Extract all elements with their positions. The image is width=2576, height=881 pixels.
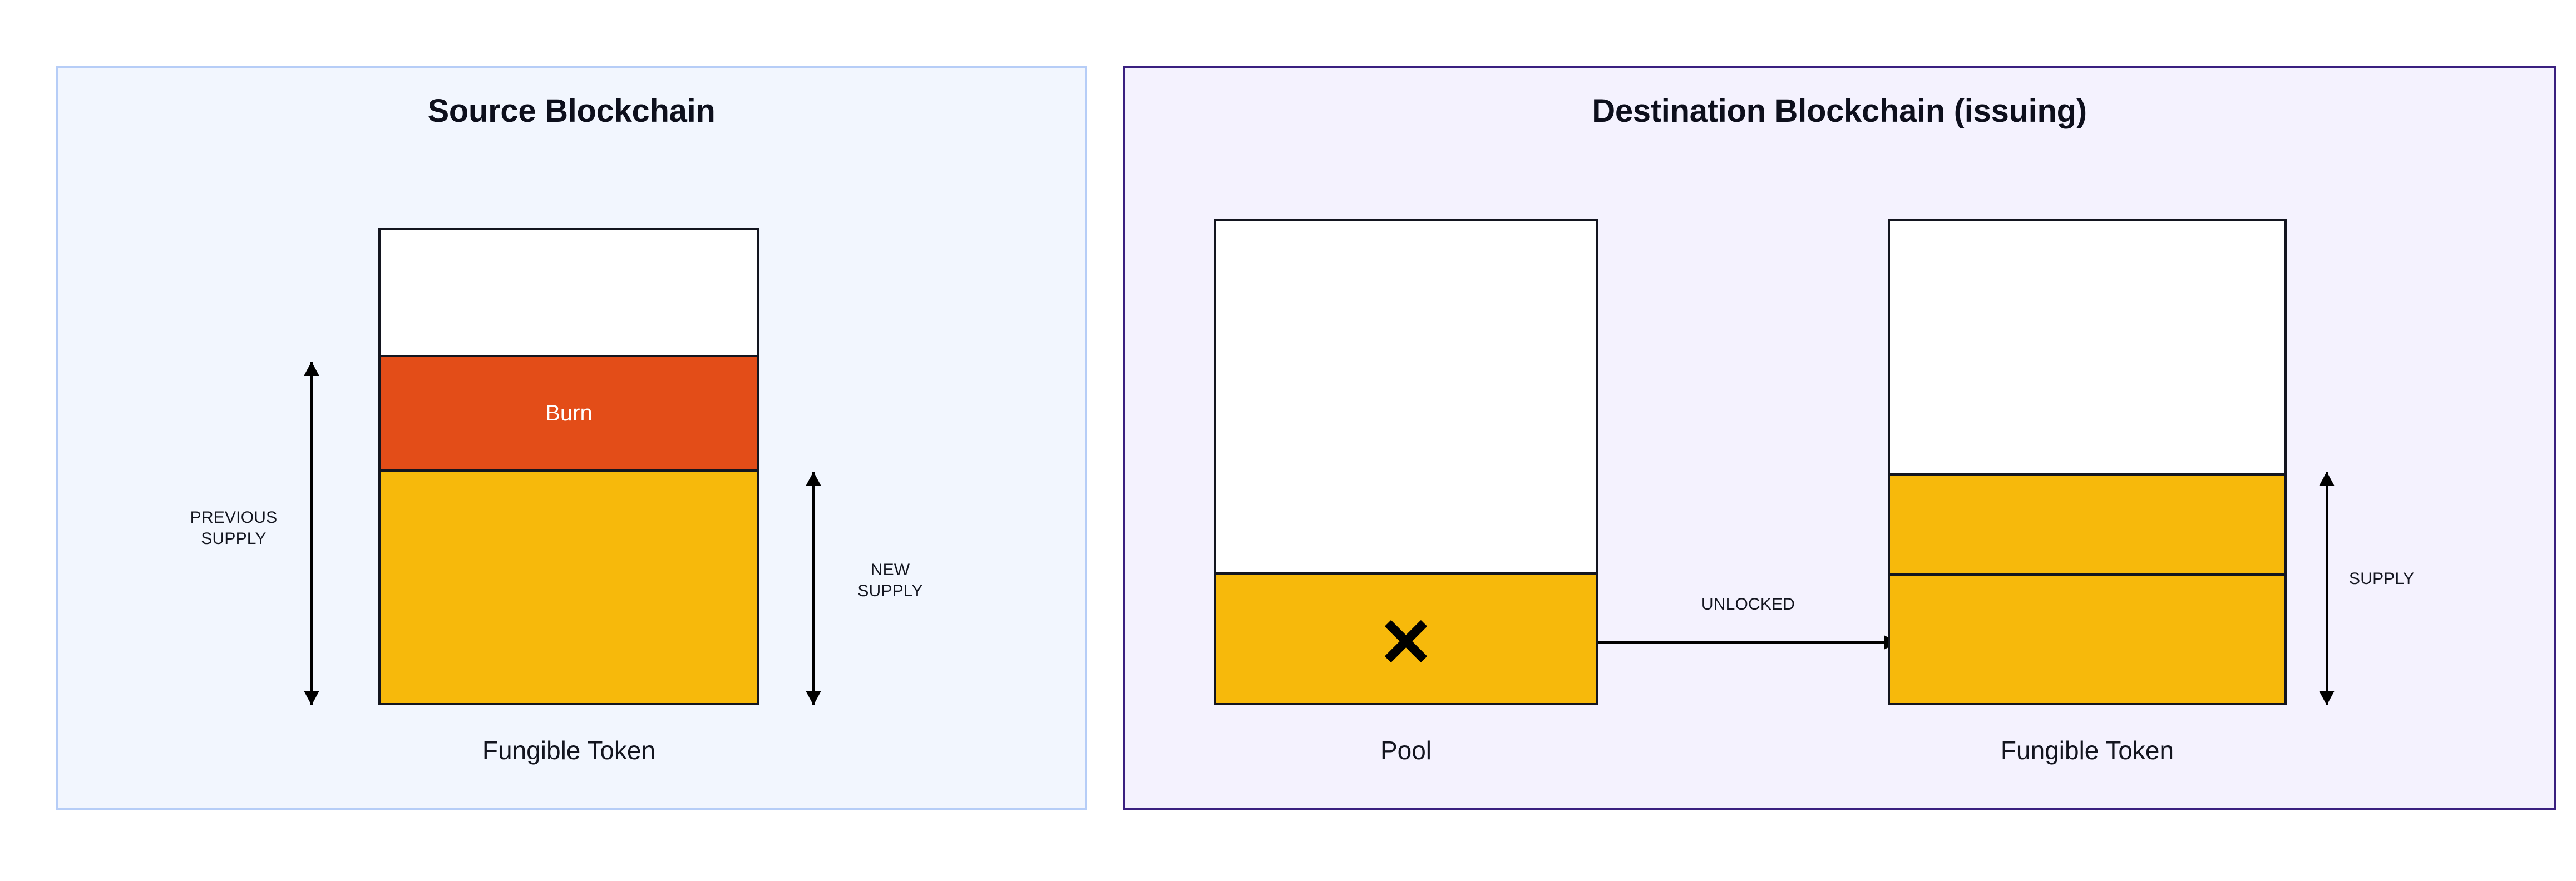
pool-bar: [1214, 219, 1598, 705]
source-token-caption: Fungible Token: [482, 736, 656, 765]
flow-shaft: [1598, 641, 1887, 644]
arrowhead-down-icon: [2319, 691, 2335, 705]
measure-shaft: [812, 472, 815, 705]
dest-segment-newly-issued: [1890, 473, 2284, 573]
arrowhead-down-icon: [304, 691, 319, 705]
arrowhead-up-icon: [2319, 472, 2335, 486]
pool-segment-empty: [1216, 221, 1596, 572]
previous-supply-measure-arrow: [300, 362, 323, 705]
measure-shaft: [310, 362, 313, 705]
x-mark-icon: [1380, 613, 1432, 665]
burn-segment-label: Burn: [545, 400, 593, 425]
previous-supply-label: PREVIOUS SUPPLY: [190, 508, 278, 548]
source-panel-title: Source Blockchain: [427, 93, 715, 129]
source-segment-remaining-supply: [381, 469, 757, 703]
arrowhead-down-icon: [806, 691, 821, 705]
pool-caption: Pool: [1380, 736, 1432, 765]
dest-segment-empty-headroom: [1890, 221, 2284, 473]
destination-panel-title: Destination Blockchain (issuing): [1592, 93, 2087, 129]
arrowhead-up-icon: [806, 472, 821, 486]
destination-token-bar: [1888, 219, 2287, 705]
supply-label: SUPPLY: [2349, 570, 2415, 588]
unlocked-flow-arrow: [1598, 635, 1898, 650]
dest-segment-existing-supply: [1890, 573, 2284, 703]
measure-shaft: [2326, 472, 2328, 705]
supply-measure-arrow: [2316, 472, 2338, 705]
unlocked-flow-label: UNLOCKED: [1701, 595, 1795, 613]
source-token-bar: Burn: [378, 228, 759, 705]
new-supply-measure-arrow: [802, 472, 825, 705]
arrowhead-up-icon: [304, 362, 319, 376]
source-segment-burn: Burn: [381, 355, 757, 469]
new-supply-label: NEW SUPPLY: [857, 561, 923, 601]
source-segment-empty-headroom: [381, 230, 757, 355]
destination-token-caption: Fungible Token: [2000, 736, 2174, 765]
pool-segment-locked-remaining: [1216, 572, 1596, 703]
